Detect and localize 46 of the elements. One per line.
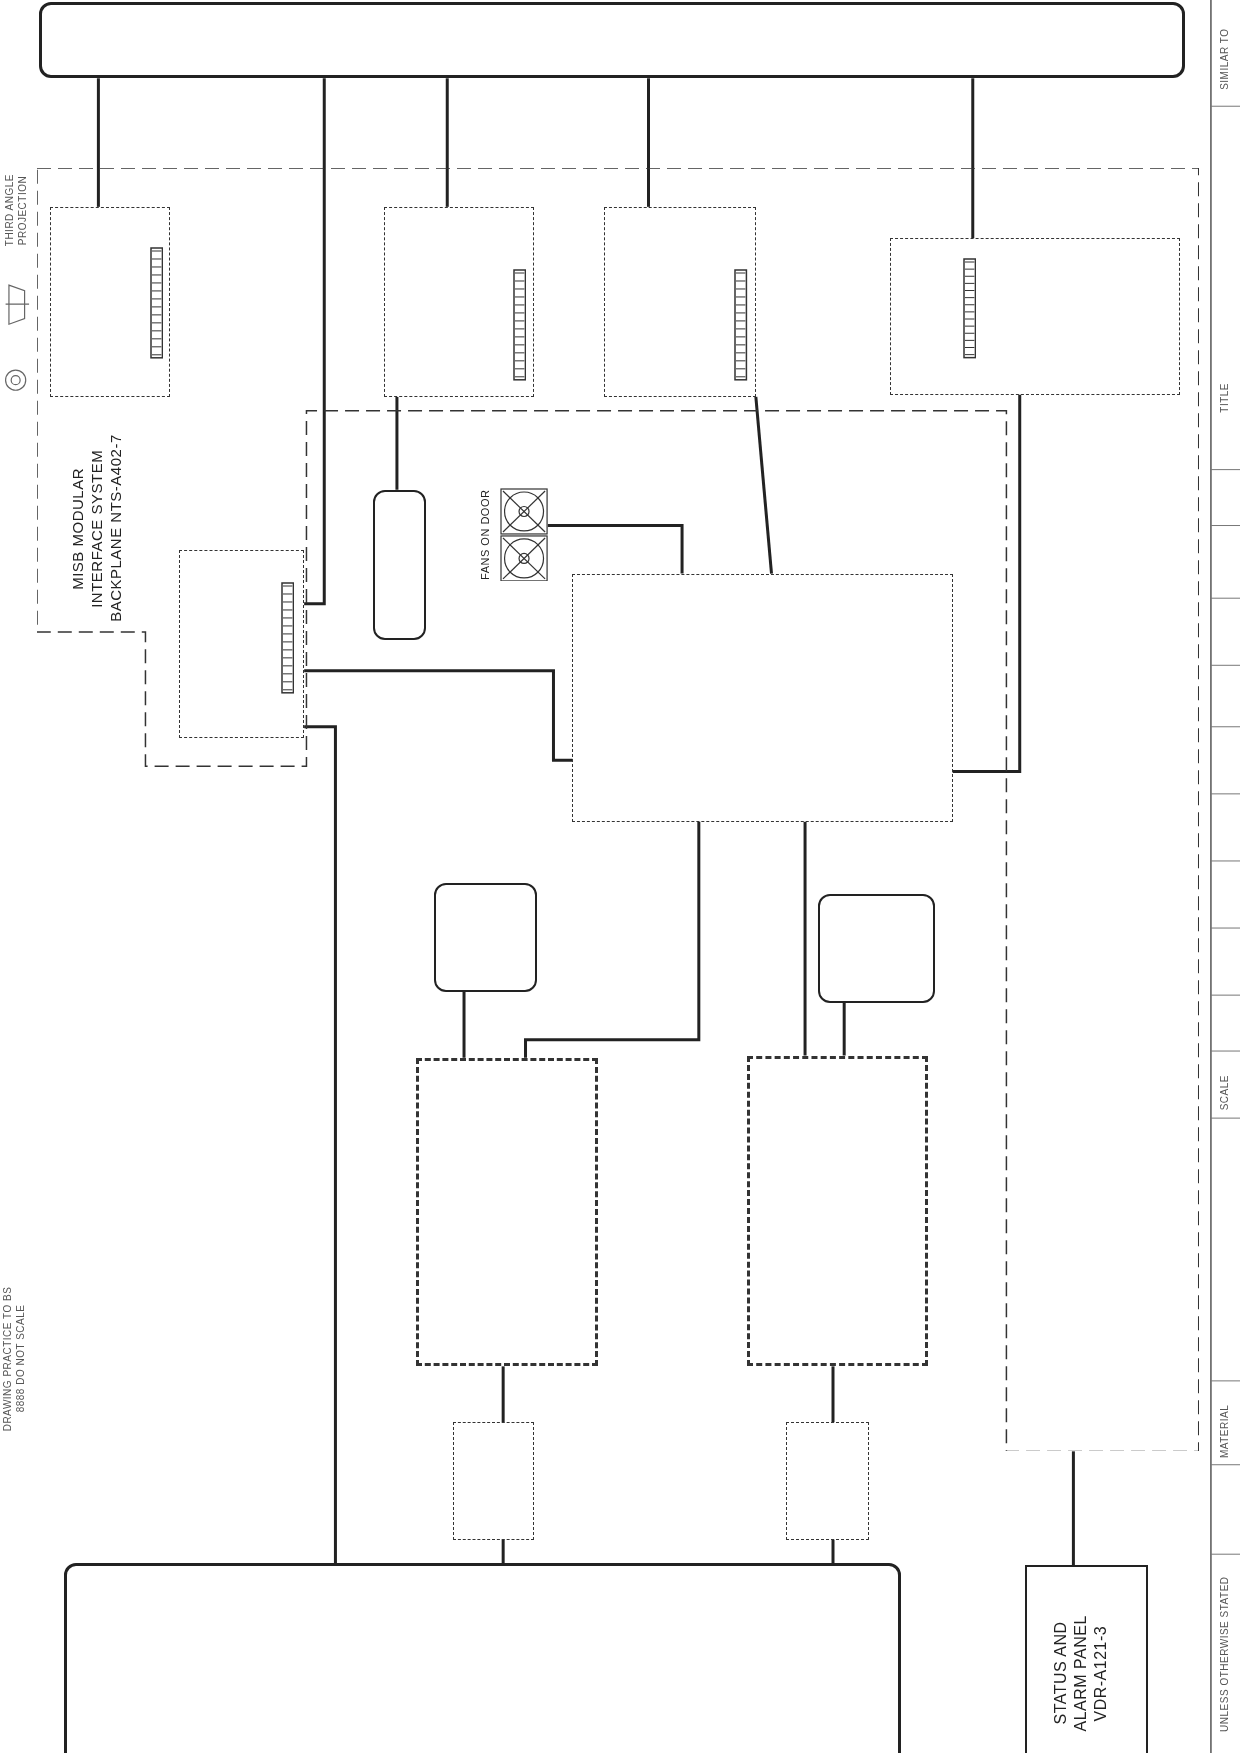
cable-line bbox=[445, 78, 449, 207]
module-outline bbox=[178, 550, 305, 738]
backplane-outline bbox=[36, 167, 1199, 1452]
title-block-label: MATERIAL bbox=[1218, 1403, 1231, 1460]
cable-line bbox=[831, 1539, 835, 1564]
cable-line bbox=[952, 394, 1022, 773]
panel-box bbox=[1025, 1565, 1149, 1753]
assembly-outline bbox=[746, 1055, 929, 1367]
cable-line bbox=[501, 1539, 505, 1564]
cable-line bbox=[754, 396, 773, 574]
cable-line bbox=[803, 821, 807, 1056]
cable-line bbox=[304, 725, 337, 1564]
cable-line bbox=[647, 78, 650, 207]
cable-line bbox=[501, 1366, 505, 1423]
cable-line bbox=[304, 669, 573, 762]
unit-box bbox=[433, 883, 537, 992]
cable-line bbox=[524, 821, 701, 1058]
panel-title: STATUS AND ALARM PANEL VDR-A121-3 bbox=[1050, 1614, 1110, 1734]
cable-line bbox=[395, 396, 399, 490]
module-outline bbox=[383, 206, 535, 397]
module-outline bbox=[50, 206, 170, 397]
cable-line bbox=[304, 78, 326, 606]
title-block-label: DRAWING PRACTICE TO BS 8888 DO NOT SCALE bbox=[2, 1285, 27, 1432]
cable-line bbox=[462, 991, 466, 1058]
unit-box bbox=[373, 489, 426, 640]
assembly-outline bbox=[415, 1057, 599, 1367]
module-outline bbox=[572, 573, 953, 822]
title-block-label: SIMILAR TO bbox=[1218, 27, 1231, 92]
title-block-label: UNLESS OTHERWISE STATED bbox=[1218, 1576, 1231, 1735]
module-outline bbox=[452, 1422, 535, 1540]
cable-line bbox=[831, 1366, 835, 1423]
title-block-label: TITLE bbox=[1218, 381, 1231, 415]
cable-line bbox=[842, 1002, 846, 1056]
title-block-label: SCALE bbox=[1218, 1074, 1231, 1113]
cable-line bbox=[1071, 1451, 1075, 1566]
equipment-panel bbox=[39, 2, 1186, 79]
cable-line bbox=[971, 78, 975, 239]
cable-line bbox=[547, 524, 684, 574]
system-title: MISB MODULAR INTERFACE SYSTEM BACKPLANE NTS-A402-7 bbox=[69, 433, 125, 625]
module-outline bbox=[603, 206, 756, 397]
unit-box bbox=[818, 894, 935, 1003]
module-outline bbox=[786, 1422, 869, 1540]
cable-line bbox=[96, 78, 100, 207]
equipment-panel bbox=[63, 1563, 902, 1753]
fan-caption: FANS ON DOOR bbox=[478, 488, 492, 582]
module-outline bbox=[890, 238, 1180, 395]
